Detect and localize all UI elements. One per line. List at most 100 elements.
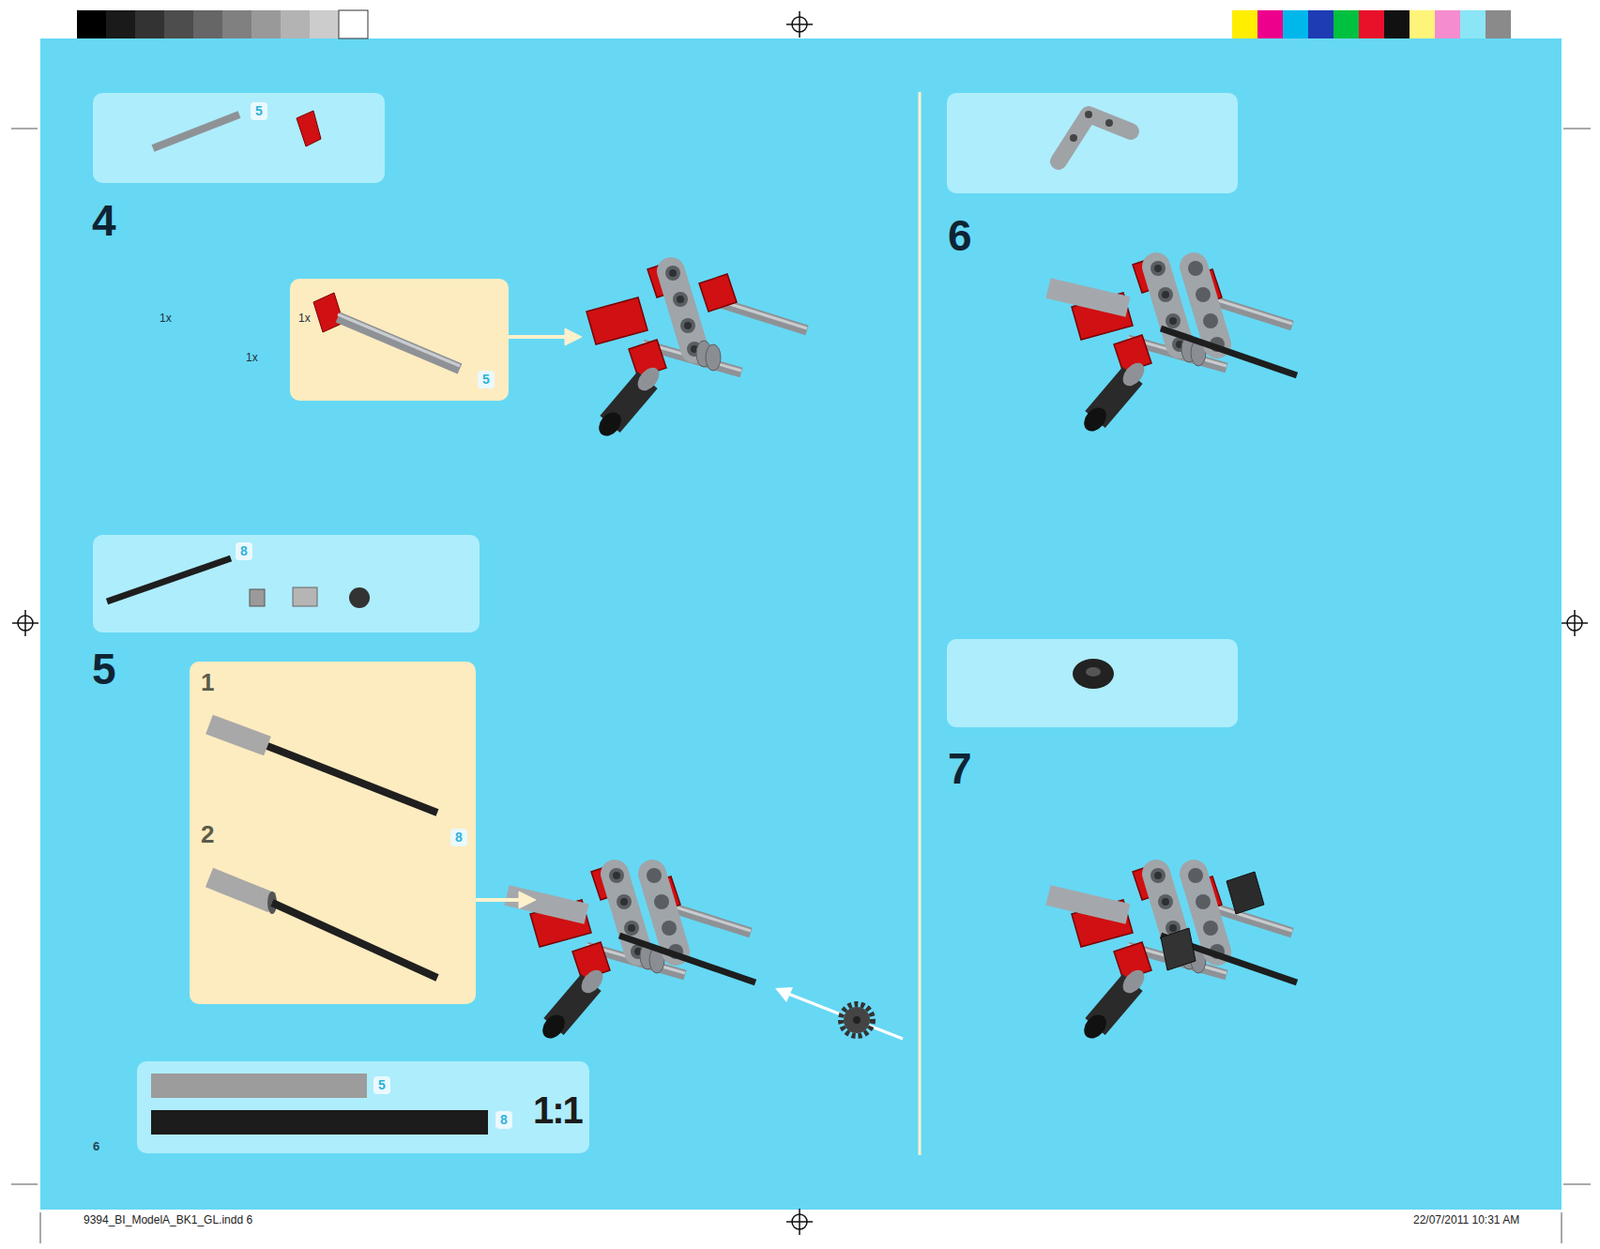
file-name: 9394_BI_ModelA_BK1_GL.indd 6 xyxy=(83,1214,253,1227)
callout-parts xyxy=(209,292,460,978)
crop-mark xyxy=(40,1212,42,1244)
gear-arrow xyxy=(775,987,903,1039)
callout-parts xyxy=(209,877,273,903)
part-axle xyxy=(106,558,231,602)
part-bush xyxy=(1085,667,1101,677)
ruler-bar xyxy=(151,1110,488,1135)
part-axle xyxy=(152,114,240,149)
part-liftarm xyxy=(1105,119,1113,127)
part-axle xyxy=(106,558,370,609)
assembly-arrow xyxy=(518,891,536,909)
registration-mark xyxy=(24,609,27,637)
model-step-7 xyxy=(1071,862,1293,1043)
model-step-7 xyxy=(1160,928,1196,971)
part-axle xyxy=(349,587,370,609)
grey-bar xyxy=(135,10,165,39)
color-bar xyxy=(1232,10,1258,39)
page-ground xyxy=(40,38,1562,1210)
instruction-panel: 5 xyxy=(92,92,385,183)
quantity: 1x xyxy=(159,312,172,325)
color-bar xyxy=(1409,10,1435,39)
grey-bar xyxy=(309,10,339,39)
model-step-4 xyxy=(586,259,808,441)
sub-step-number: 1 xyxy=(200,669,214,697)
part-axle xyxy=(249,589,265,607)
color-bar xyxy=(1232,10,1511,39)
crop-mark xyxy=(1563,1184,1591,1186)
color-bar xyxy=(1460,10,1486,39)
color-bar xyxy=(1257,10,1283,39)
color-bar xyxy=(1358,10,1385,39)
callout-parts xyxy=(209,724,268,747)
crop-mark xyxy=(11,128,1591,1244)
model-step-7 xyxy=(1048,862,1297,1043)
part-liftarm xyxy=(1069,134,1078,142)
callout-number: 5 xyxy=(477,370,495,389)
crop-mark xyxy=(1563,128,1591,130)
crop-mark xyxy=(11,128,38,130)
part-liftarm xyxy=(1058,110,1131,162)
color-bar xyxy=(1384,10,1410,39)
callout-number: 8 xyxy=(450,828,468,847)
crop-mark xyxy=(11,1184,38,1186)
color-bar xyxy=(1308,10,1334,39)
callout-parts xyxy=(313,292,344,333)
quantity: 1x xyxy=(298,312,311,325)
part-axle xyxy=(152,110,321,149)
gear-arrow xyxy=(843,1006,870,1034)
callout-number: 5 xyxy=(250,102,268,121)
part-bush xyxy=(1072,658,1114,689)
model-step-6 xyxy=(1048,255,1297,436)
grey-bar xyxy=(280,10,310,39)
color-bar xyxy=(1282,10,1309,39)
assembly-arrow xyxy=(508,335,569,339)
model-step-4 xyxy=(586,259,808,441)
part-axle xyxy=(292,587,318,607)
gear-arrow xyxy=(853,1016,861,1024)
print-date: 22/07/2011 10:31 AM xyxy=(1413,1214,1520,1227)
parts-panel xyxy=(946,92,1238,194)
registration-mark xyxy=(798,11,801,38)
callout-parts xyxy=(337,314,460,366)
grey-bar xyxy=(193,10,223,39)
sub-step-number: 2 xyxy=(200,821,214,849)
instruction-panel: 1 8 2 xyxy=(189,661,476,1005)
step-number: 4 xyxy=(91,197,117,245)
callout-number: 8 xyxy=(495,1111,513,1129)
grey-bar xyxy=(76,10,368,39)
scale-label: 1:1 xyxy=(533,1089,582,1131)
assembly-arrow xyxy=(475,898,522,902)
crop-mark xyxy=(1561,1212,1563,1244)
callout-parts xyxy=(267,746,438,813)
callout-number: 5 xyxy=(373,1076,391,1095)
grey-bar xyxy=(338,10,368,39)
model-step-5 xyxy=(506,868,756,983)
model-step-5 xyxy=(530,862,751,1043)
gear-arrow xyxy=(840,1004,873,1037)
ruler-bar xyxy=(151,1073,367,1098)
step-number: 5 xyxy=(91,645,117,694)
callout-parts xyxy=(337,317,460,369)
model-step-6 xyxy=(1048,260,1297,376)
part-axle xyxy=(296,110,321,147)
part-liftarm xyxy=(1084,110,1093,119)
page-divider xyxy=(918,91,922,1156)
step-number: 6 xyxy=(947,212,973,260)
registration-mark xyxy=(12,11,1588,1235)
ruler-bar xyxy=(151,1073,488,1135)
color-bar xyxy=(1333,10,1359,39)
model-step-7 xyxy=(1226,871,1265,915)
callout-parts xyxy=(272,902,438,978)
gear-arrow xyxy=(788,993,903,1039)
grey-bar xyxy=(76,10,107,39)
assembly-arrow xyxy=(564,328,582,346)
model-step-7 xyxy=(1048,868,1297,983)
model-step-6 xyxy=(1071,255,1293,436)
grey-bar xyxy=(106,10,136,39)
step-number: 7 xyxy=(947,745,973,793)
assembly-arrow xyxy=(475,328,582,909)
